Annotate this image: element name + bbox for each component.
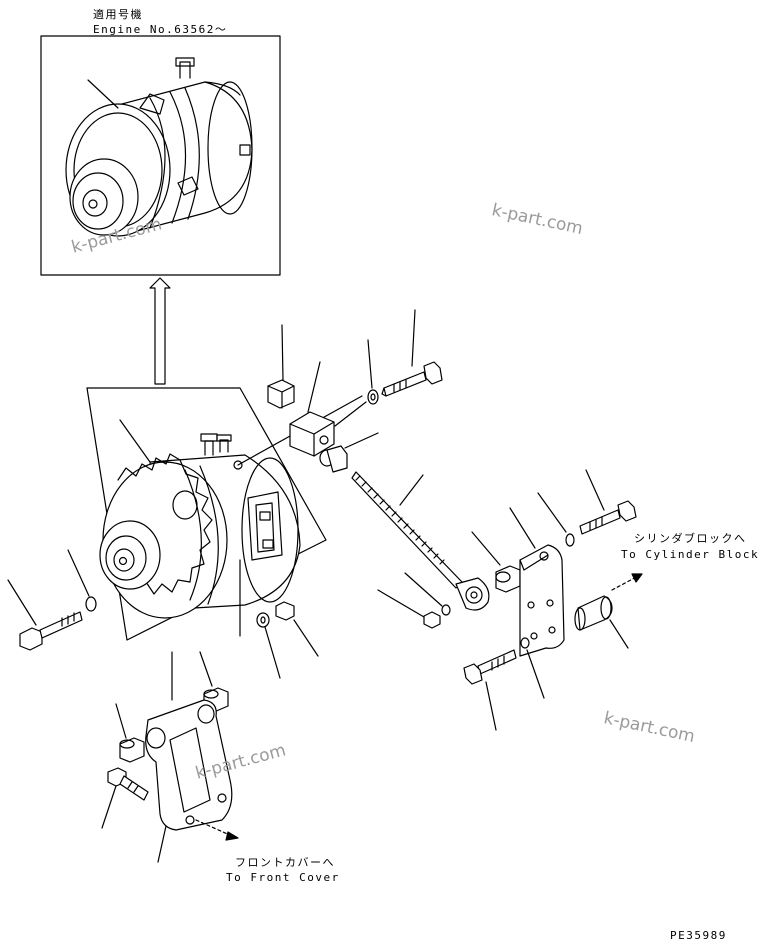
callout-cylinder-block-en: To Cylinder Block [621, 548, 760, 561]
callout-front-cover-en: To Front Cover [226, 871, 340, 884]
inset-title-ja: 適用号機 [93, 8, 143, 21]
sleeve [574, 595, 629, 649]
page-code: PE35989 [670, 929, 727, 942]
center-line-upper [334, 401, 367, 427]
spacer-upper [267, 324, 295, 409]
collar [471, 531, 521, 593]
inset-alternator-drawing [65, 57, 253, 237]
washer-left [67, 549, 97, 612]
bolt-plate-lower [463, 649, 517, 731]
inset-title-en: Engine No.63562～ [93, 23, 228, 36]
washer-lower-alt [256, 612, 281, 679]
arrow-to-block [611, 573, 643, 591]
callout-front-cover-ja: フロントカバーへ [235, 856, 335, 869]
bracket-plate [509, 507, 565, 657]
reference-arrow [149, 277, 171, 385]
leader-bracket [157, 825, 167, 863]
alternator-bracket [145, 651, 233, 831]
arrow-to-front-cover [195, 819, 233, 837]
alternator-main [99, 395, 363, 637]
adjusting-rod [351, 471, 490, 611]
nut-lower-alt [275, 601, 319, 657]
inset-frame [40, 35, 281, 276]
adjust-block [289, 361, 335, 457]
nut-rod [377, 589, 441, 629]
washer-plate-lower [520, 637, 545, 699]
bolt-bracket [101, 767, 149, 829]
washer-plate-upper [537, 492, 575, 547]
callout-cylinder-block-ja: シリンダブロックへ [634, 532, 747, 545]
washer-upper [367, 339, 379, 405]
washer-rod [404, 572, 451, 616]
bolt-left [7, 579, 83, 651]
bolt-upper [381, 309, 443, 397]
spacer-lower [319, 432, 379, 473]
arrow-head-front-cover [225, 831, 239, 841]
arrow-head-block [631, 573, 643, 583]
bolt-plate-upper [579, 469, 637, 535]
spacer-bracket-left [115, 703, 145, 763]
